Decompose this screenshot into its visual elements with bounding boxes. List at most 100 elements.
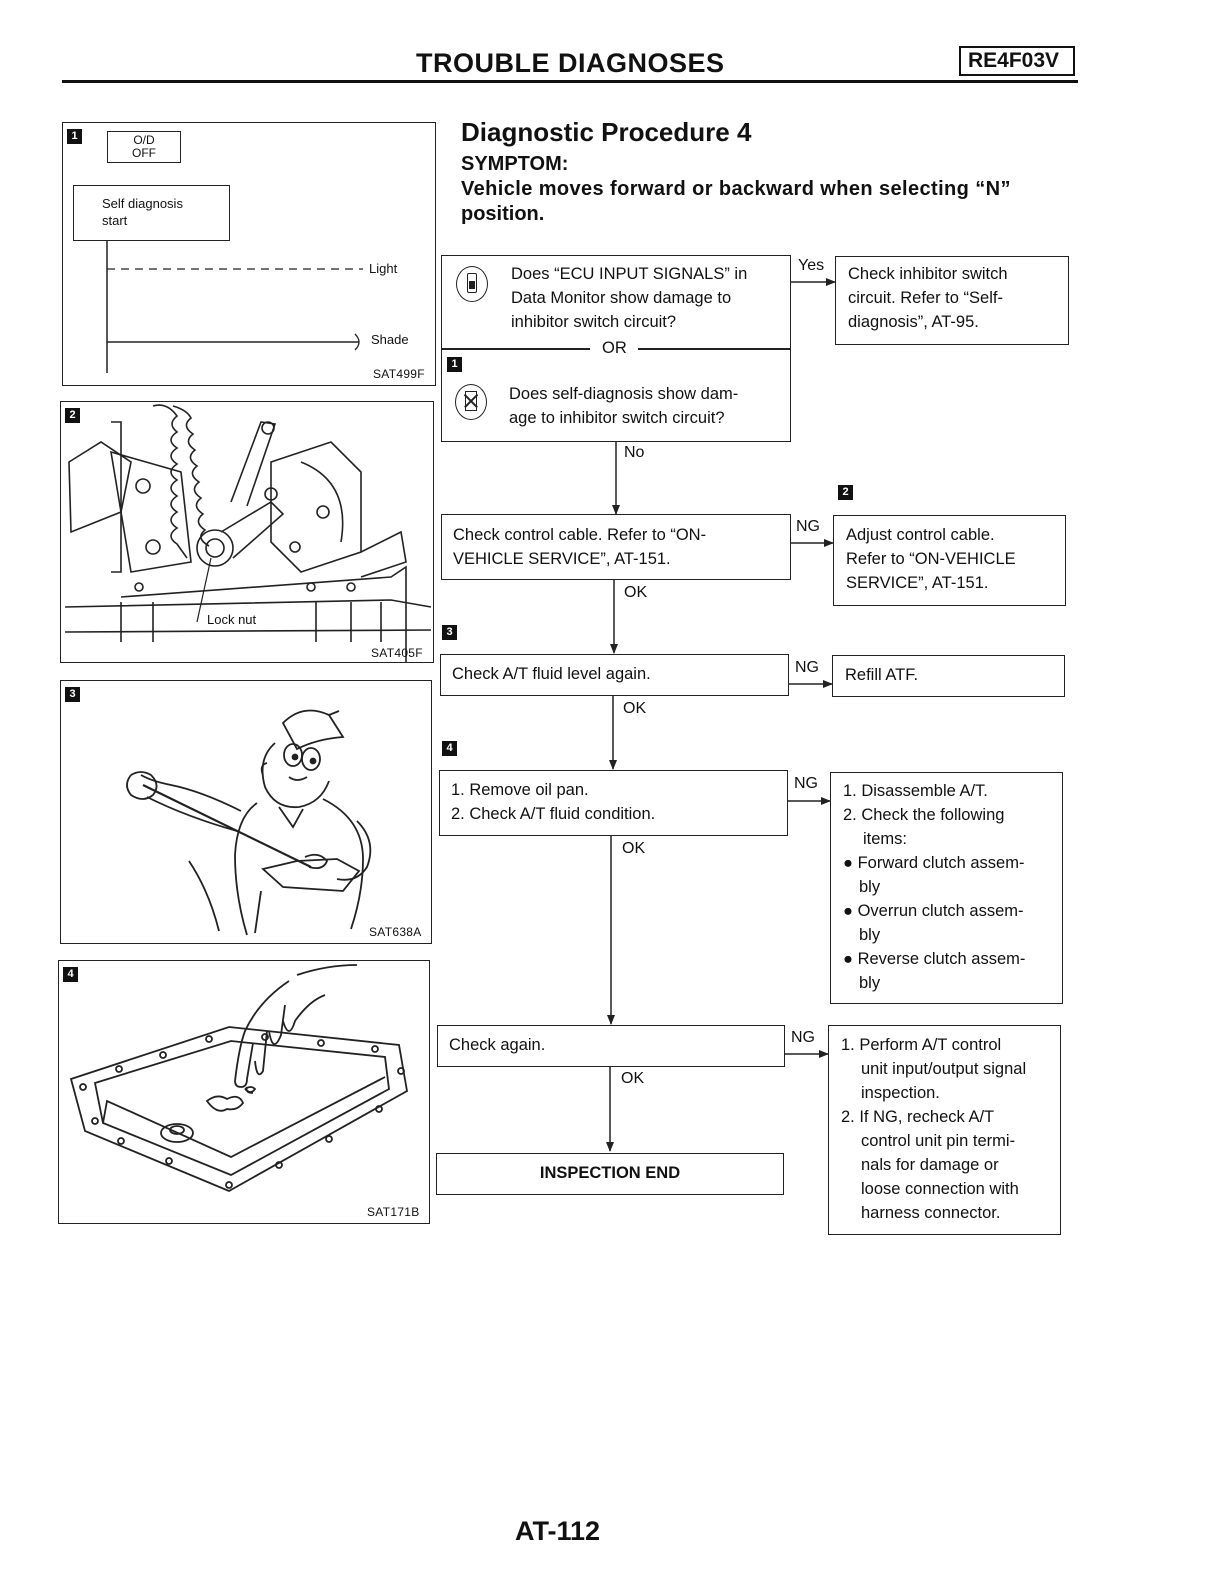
question-2-line2: age to inhibitor switch circuit? [509, 409, 725, 427]
ng-label: NG [791, 1029, 815, 1046]
light-label: Light [369, 261, 398, 276]
bullet-text-cont: bly [859, 926, 881, 944]
figure-3: 3 [60, 680, 432, 944]
technician-checking-fluid-illustration [126, 709, 372, 936]
bullet-icon: ● [843, 902, 853, 920]
ok-label: OK [624, 584, 648, 601]
step-badge: 4 [442, 741, 457, 756]
question-1: Does “ECU INPUT SIGNALS” in Data Monitor… [511, 262, 786, 334]
result-5-line8: harness connector. [861, 1204, 1001, 1222]
step-box-check-again: Check again. [437, 1025, 785, 1067]
step-2-line1: Check control cable. Refer to “ON- [453, 526, 707, 544]
step-5-text: Check again. [449, 1036, 546, 1054]
step-badge: 3 [442, 625, 457, 640]
symptom-line1: Vehicle moves forward or backward when s… [461, 178, 1011, 200]
figure-badge: 4 [63, 967, 78, 982]
ng-label: NG [796, 518, 820, 535]
self-diagnosis-box: Self diagnosis start [73, 185, 230, 241]
step-4-line2: 2. Check A/T fluid condition. [451, 805, 656, 823]
step-box-control-cable: Check control cable. Refer to “ON- VEHIC… [441, 514, 791, 580]
bullet-text: Reverse clutch assem- [857, 950, 1026, 968]
bullet-item: ● Forward clutch assem- [843, 851, 1062, 875]
figure-code: SAT405F [371, 646, 423, 660]
question-1-line2: Data Monitor show damage to [511, 289, 732, 307]
lock-nut-label: Lock nut [205, 612, 259, 627]
figure-1: 1 O/D OFF Self diagnosis start Light Sha… [62, 122, 436, 386]
shade-label: Shade [371, 332, 409, 347]
result-3-text: Refill ATF. [845, 666, 919, 684]
result-5-line2: unit input/output signal [861, 1060, 1027, 1078]
or-divider-left [442, 348, 590, 350]
inspection-end-box: INSPECTION END [436, 1153, 784, 1195]
symptom-label: SYMPTOM: [461, 153, 569, 175]
question-1-line1: Does “ECU INPUT SIGNALS” in [511, 265, 748, 283]
result-box-disassemble: 1. Disassemble A/T. 2. Check the followi… [830, 772, 1063, 1004]
or-divider-right [638, 348, 790, 350]
bullet-text: Overrun clutch assem- [857, 902, 1024, 920]
step-2-line2: VEHICLE SERVICE”, AT-151. [453, 550, 671, 568]
step-badge: 1 [447, 357, 462, 372]
result-1-line1: Check inhibitor switch [848, 265, 1008, 283]
ng-label: NG [795, 659, 819, 676]
off-label: OFF [132, 146, 156, 160]
model-code-box [959, 46, 1075, 76]
question-2-line1: Does self-diagnosis show dam- [509, 385, 739, 403]
control-cable-illustration [64, 404, 432, 662]
result-4-line2: 2. Check the following [843, 806, 1005, 824]
ok-label: OK [621, 1070, 645, 1087]
result-4-line1: 1. Disassemble A/T. [843, 782, 988, 800]
bullet-item: ● Overrun clutch assem- [843, 899, 1062, 923]
page-title: TROUBLE DIAGNOSES [416, 48, 725, 78]
result-5-line4: 2. If NG, recheck A/T [841, 1108, 995, 1126]
header-rule [62, 80, 1078, 83]
decision-box-1: Does “ECU INPUT SIGNALS” in Data Monitor… [441, 255, 791, 442]
result-2-line3: SERVICE”, AT-151. [846, 574, 989, 592]
model-code: RE4F03V [968, 49, 1060, 72]
page-number: AT-112 [515, 1516, 601, 1546]
ok-label: OK [623, 700, 647, 717]
result-5-line1: 1. Perform A/T control [841, 1036, 1002, 1054]
figure-4: 4 SAT171B [58, 960, 430, 1224]
result-1-line3: diagnosis”, AT-95. [848, 313, 979, 331]
figure-badge: 3 [65, 687, 80, 702]
result-box-adjust-cable: Adjust control cable. Refer to “ON-VEHIC… [833, 515, 1066, 606]
yes-label: Yes [798, 257, 825, 274]
inspection-end-label: INSPECTION END [539, 1164, 681, 1182]
figure-code: SAT171B [367, 1205, 420, 1219]
self-diagnosis-label-2: start [102, 213, 128, 228]
result-5-line7: loose connection with [861, 1180, 1019, 1198]
result-box-refill-atf: Refill ATF. [832, 655, 1065, 697]
figure-code: SAT499F [373, 367, 425, 381]
result-1-line2: circuit. Refer to “Self- [848, 289, 1003, 307]
question-1-line3: inhibitor switch circuit? [511, 313, 677, 331]
ng-label: NG [794, 775, 818, 792]
result-5-line5: control unit pin termi- [861, 1132, 1016, 1150]
symptom-line2: position. [461, 203, 545, 225]
step-4-line1: 1. Remove oil pan. [451, 781, 589, 799]
bullet-icon: ● [843, 950, 853, 968]
result-4-line3: items: [863, 830, 908, 848]
bullet-text: Forward clutch assem- [857, 854, 1025, 872]
od-off-indicator: O/D OFF [107, 131, 181, 163]
step-3-text: Check A/T fluid level again. [452, 665, 651, 683]
figure-code: SAT638A [369, 925, 422, 939]
self-diagnosis-label: Self diagnosis [102, 196, 183, 211]
figure-2: 2 Lock nut SAT405F [60, 401, 434, 663]
procedure-title: Diagnostic Procedure 4 [461, 117, 752, 147]
bullet-text-cont: bly [859, 974, 881, 992]
oil-pan-illustration [69, 964, 408, 1192]
no-label: No [624, 444, 645, 461]
result-box-control-unit: 1. Perform A/T control unit input/output… [828, 1025, 1061, 1235]
figure-badge: 2 [65, 408, 80, 423]
or-label: OR [602, 339, 627, 357]
ok-label: OK [622, 840, 646, 857]
step-badge: 2 [838, 485, 853, 500]
result-5-line3: inspection. [861, 1084, 940, 1102]
result-5-line6: nals for damage or [861, 1156, 999, 1174]
figure-badge: 1 [67, 129, 82, 144]
step-box-oil-pan: 1. Remove oil pan. 2. Check A/T fluid co… [439, 770, 788, 836]
bullet-item: ● Reverse clutch assem- [843, 947, 1062, 971]
result-2-line2: Refer to “ON-VEHICLE [846, 550, 1016, 568]
result-2-line1: Adjust control cable. [846, 526, 995, 544]
step-box-fluid-level: Check A/T fluid level again. [440, 654, 789, 696]
